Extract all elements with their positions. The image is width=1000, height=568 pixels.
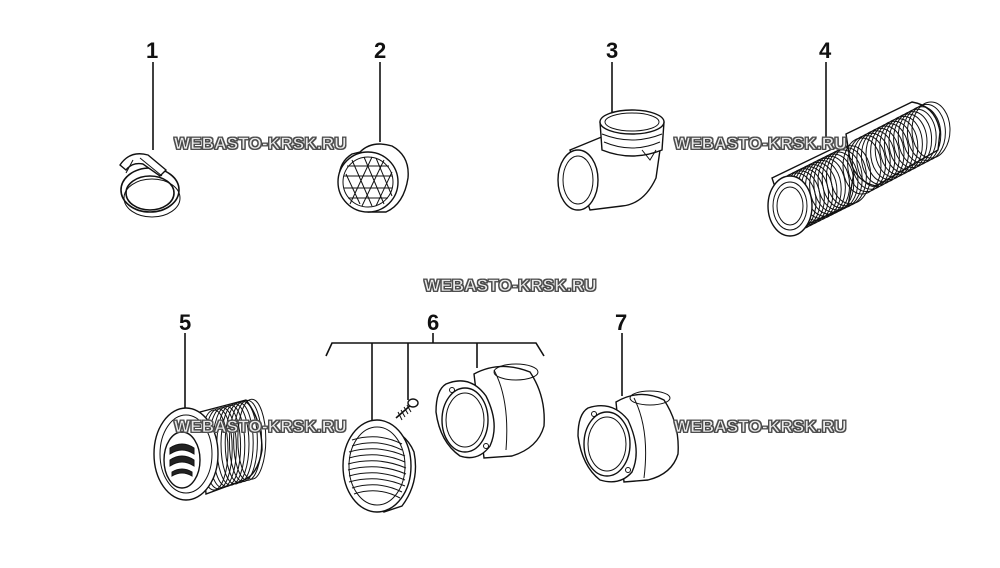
- leader-lines: [152, 62, 827, 428]
- rib: [847, 135, 887, 193]
- rib: [888, 113, 928, 171]
- rib: [860, 127, 900, 185]
- part-7-pipe-flange: [577, 390, 679, 483]
- rib: [856, 130, 896, 188]
- part-1-hose-clamp: [119, 153, 181, 218]
- callout-3: 3: [606, 38, 619, 63]
- rib: [874, 120, 914, 178]
- part-5-air-outlet: [153, 398, 267, 501]
- watermark: WEBASTO-KRSK.RU: [174, 417, 347, 436]
- rib: [883, 115, 923, 173]
- rib: [865, 125, 905, 183]
- rib: [825, 147, 867, 207]
- grille-pattern: [344, 156, 393, 207]
- callout-5: 5: [179, 310, 192, 335]
- watermark: WEBASTO-KRSK.RU: [174, 134, 347, 153]
- watermark: WEBASTO-KRSK.RU: [674, 134, 847, 153]
- rib: [870, 123, 910, 181]
- screw: [395, 398, 419, 421]
- part-2-grille-cap: [337, 143, 409, 213]
- part-4-flexible-hose: [767, 101, 951, 237]
- callout-2: 2: [374, 38, 387, 63]
- callout-1: 1: [146, 38, 159, 63]
- rib: [237, 398, 267, 480]
- callout-6: 6: [427, 310, 440, 335]
- watermark: WEBASTO-KRSK.RU: [674, 417, 847, 436]
- rib: [906, 103, 946, 161]
- rib: [851, 132, 891, 190]
- watermark: WEBASTO-KRSK.RU: [424, 276, 597, 295]
- callout-4: 4: [819, 38, 832, 63]
- rib: [893, 111, 933, 169]
- rib: [902, 106, 942, 164]
- rib: [842, 137, 882, 195]
- rib: [830, 145, 872, 205]
- part-6-grille-screw-flange: [342, 363, 545, 513]
- callout-7: 7: [615, 310, 628, 335]
- rib: [897, 108, 937, 166]
- hose-ribs-upper: [842, 101, 951, 195]
- rib: [911, 101, 951, 159]
- part-3-elbow-connector: [557, 109, 665, 211]
- rib: [879, 118, 919, 176]
